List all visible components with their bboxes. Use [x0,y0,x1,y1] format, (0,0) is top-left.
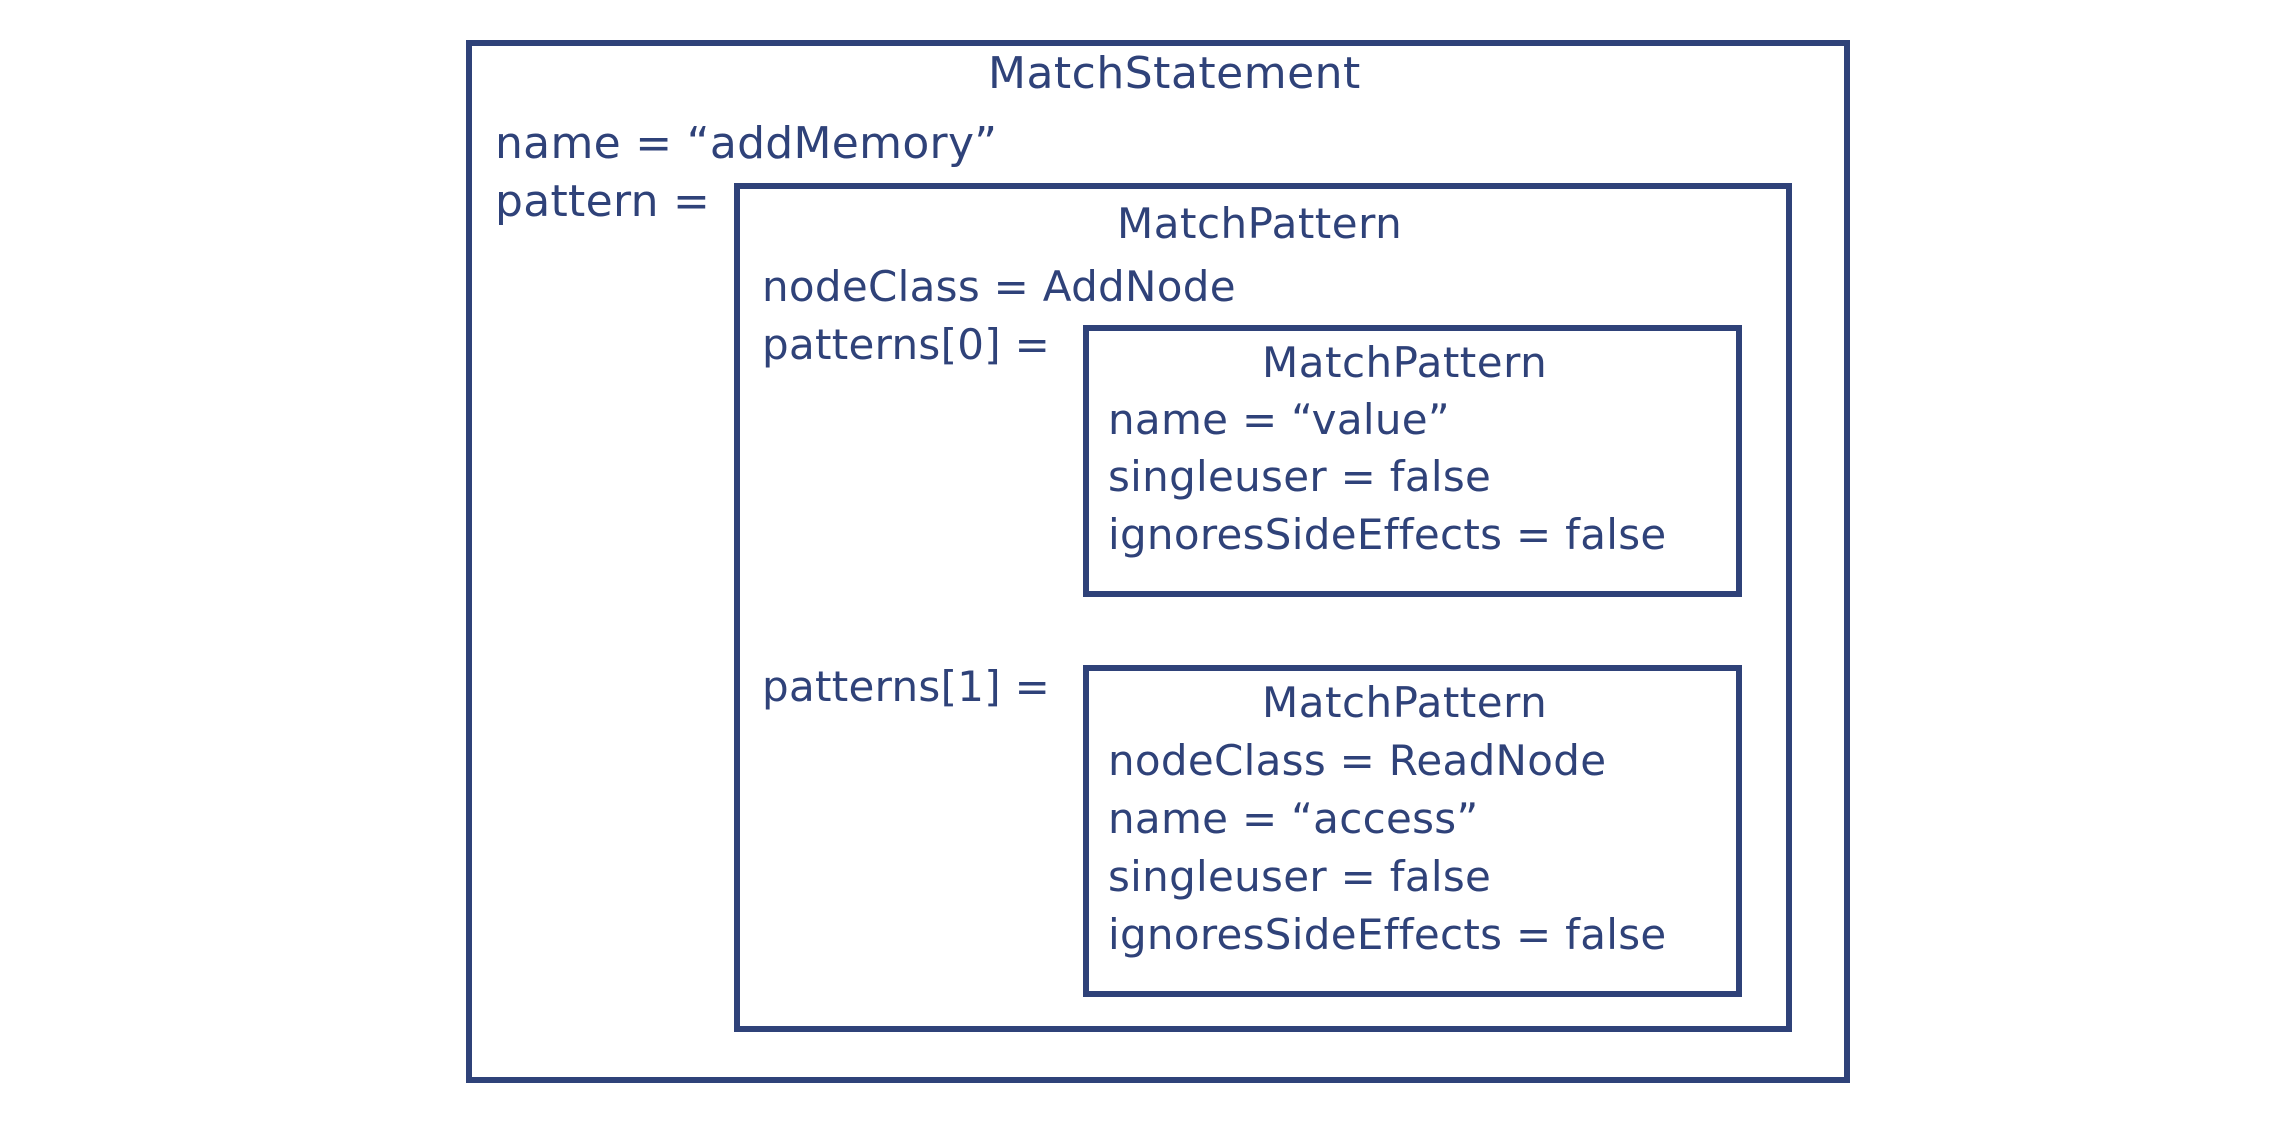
match-pattern-1-field-nodeclass: nodeClass = ReadNode [1108,736,1607,785]
match-pattern-1-field-name: name = “access” [1108,794,1479,843]
match-pattern-1-field-ignoressideeffects: ignoresSideEffects = false [1108,910,1667,959]
match-pattern-1-box [1083,665,1742,997]
match-pattern-field-patterns-0: patterns[0] = [762,320,1051,369]
match-pattern-1-field-singleuser: singleuser = false [1108,852,1492,901]
match-pattern-title: MatchPattern [1117,199,1403,248]
match-statement-title: MatchStatement [988,48,1361,99]
match-statement-field-pattern: pattern = [495,176,711,227]
match-pattern-0-box [1083,325,1742,597]
match-pattern-0-title: MatchPattern [1262,338,1548,387]
match-pattern-field-patterns-1: patterns[1] = [762,662,1051,711]
match-pattern-0-field-ignoressideeffects: ignoresSideEffects = false [1108,510,1667,559]
match-pattern-1-title: MatchPattern [1262,678,1548,727]
match-pattern-0-field-name: name = “value” [1108,395,1450,444]
match-pattern-0-field-singleuser: singleuser = false [1108,452,1492,501]
match-statement-field-name: name = “addMemory” [495,118,998,169]
match-pattern-field-nodeclass: nodeClass = AddNode [762,262,1236,311]
